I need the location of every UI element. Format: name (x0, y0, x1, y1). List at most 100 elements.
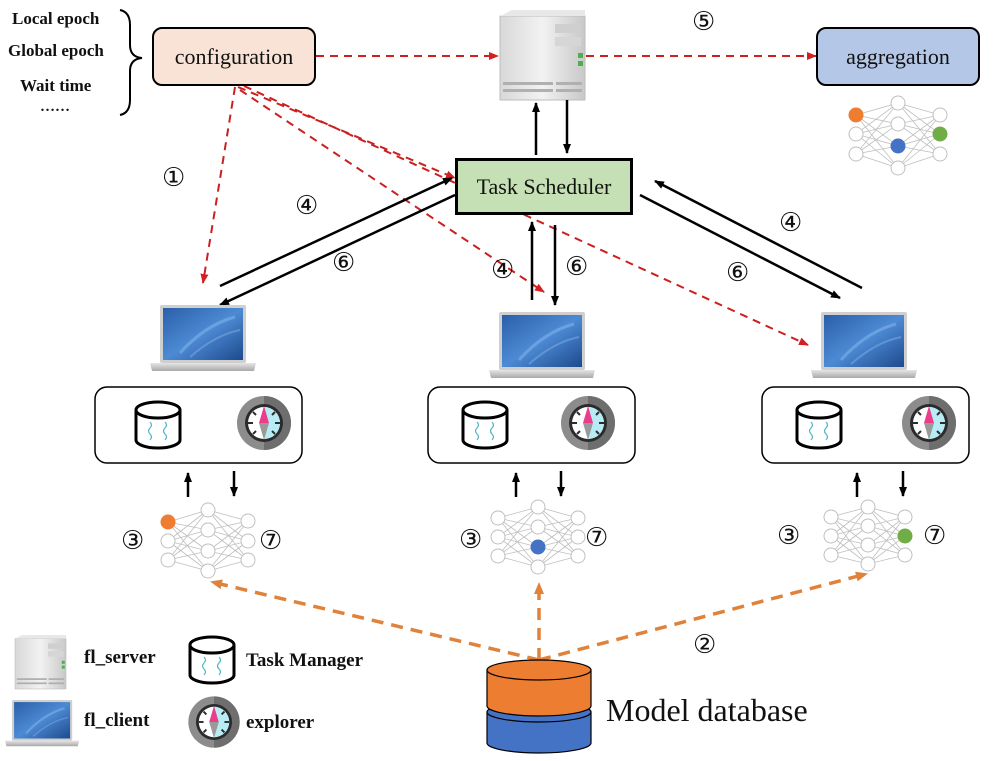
explorer-icon (901, 395, 957, 451)
net-edge (497, 526, 539, 557)
configuration-label: configuration (174, 43, 294, 69)
net-edge (167, 540, 209, 572)
net-node (860, 537, 876, 553)
net-edge (207, 529, 249, 561)
net-edge (207, 509, 249, 561)
net-node-highlighted (897, 528, 913, 544)
step-3-label-client3: ③ (777, 521, 801, 551)
step-3-label-client2: ③ (459, 525, 483, 555)
step-5-label: ⑤ (692, 7, 716, 37)
net-edge (537, 517, 579, 548)
net-node (570, 510, 586, 526)
net-edge (855, 102, 899, 135)
legend-client-label: fl_client (84, 710, 150, 731)
net-client-1 (160, 502, 256, 579)
net-node-highlighted (932, 126, 948, 142)
step-6-label-client2: ⑥ (565, 252, 589, 282)
net-edge (897, 102, 941, 135)
net-node (570, 529, 586, 545)
net-edge (897, 123, 941, 155)
config-param-more: …… (40, 99, 70, 115)
task-scheduler-label: Task Scheduler (476, 173, 612, 199)
net-edge (867, 516, 906, 565)
net-edge (537, 526, 579, 557)
net-edge (167, 521, 209, 552)
step-6-label-client3: ⑥ (726, 258, 750, 288)
net-edge (167, 509, 209, 542)
net-edge (497, 536, 539, 568)
step-4-label-client3: ④ (779, 208, 803, 238)
client1-to-scheduler-arrow (219, 176, 453, 288)
task-manager-icon (461, 400, 509, 450)
net-node (160, 533, 176, 549)
config-param-global-epoch: Global epoch (8, 41, 104, 60)
net-node (530, 499, 546, 515)
net-edge (855, 133, 899, 169)
net-node-highlighted (890, 138, 906, 154)
aggregation-label: aggregation (846, 43, 950, 69)
config-brace (119, 9, 143, 116)
db-to-net1 (210, 579, 540, 662)
net-node (200, 502, 216, 518)
aggregation-box: aggregation (816, 27, 980, 86)
legend-explorer-icon (187, 695, 241, 749)
db-to-net3 (538, 571, 868, 662)
net-node (823, 509, 839, 525)
step-4-label-client1: ④ (295, 191, 319, 221)
net-edge (167, 529, 209, 561)
explorer-icon (236, 395, 292, 451)
net-node (240, 533, 256, 549)
step-1-label: ① (162, 163, 186, 193)
net-edge (537, 517, 579, 568)
legend-task-manager-icon (188, 635, 236, 685)
client3-to-scheduler-arrow (654, 179, 863, 290)
net-node (860, 556, 876, 572)
config-to-client-1 (200, 86, 236, 284)
net-node (848, 146, 864, 162)
net-edge (167, 509, 209, 561)
net-node (897, 509, 913, 525)
net-node (530, 519, 546, 535)
legend-client-icon (3, 698, 81, 748)
model-distribution-lines (210, 571, 868, 662)
net-node-highlighted (160, 514, 176, 530)
task-scheduler-box: Task Scheduler (455, 158, 633, 215)
net-node (200, 543, 216, 559)
net-node (490, 548, 506, 564)
net-edge (867, 516, 906, 546)
net-node (932, 107, 948, 123)
fl-client-2-icon (487, 310, 597, 380)
net-edge (830, 506, 869, 556)
net-node (897, 547, 913, 563)
net-edge (855, 114, 899, 147)
config-dispatch-lines (200, 52, 817, 346)
neural-networks (160, 95, 948, 579)
net-edge (537, 506, 579, 557)
net-node (530, 559, 546, 575)
net-edge (497, 506, 539, 538)
model-database-label: Model database (606, 692, 808, 728)
net-node (240, 513, 256, 529)
net-node-highlighted (530, 539, 546, 555)
explorer-icon (560, 395, 616, 451)
fl-server-icon (499, 9, 586, 101)
legend-server-icon (14, 634, 67, 690)
step-7-label-client3: ⑦ (923, 521, 947, 551)
net-node (848, 126, 864, 142)
fl-client-1-icon (148, 303, 258, 373)
step-4-label-client2: ④ (491, 255, 515, 285)
net-edge (537, 536, 579, 568)
config-param-wait-time: Wait time (20, 76, 92, 95)
net-node (890, 116, 906, 132)
net-edge (497, 517, 539, 548)
net-node (932, 146, 948, 162)
net-node (240, 552, 256, 568)
net-edge (497, 506, 539, 557)
net-edge (897, 133, 941, 169)
net-edge (855, 114, 899, 169)
net-edge (897, 114, 941, 169)
step-3-label-client1: ③ (121, 526, 145, 556)
legend-task-manager-label: Task Manager (246, 650, 364, 671)
net-edge (855, 102, 899, 155)
